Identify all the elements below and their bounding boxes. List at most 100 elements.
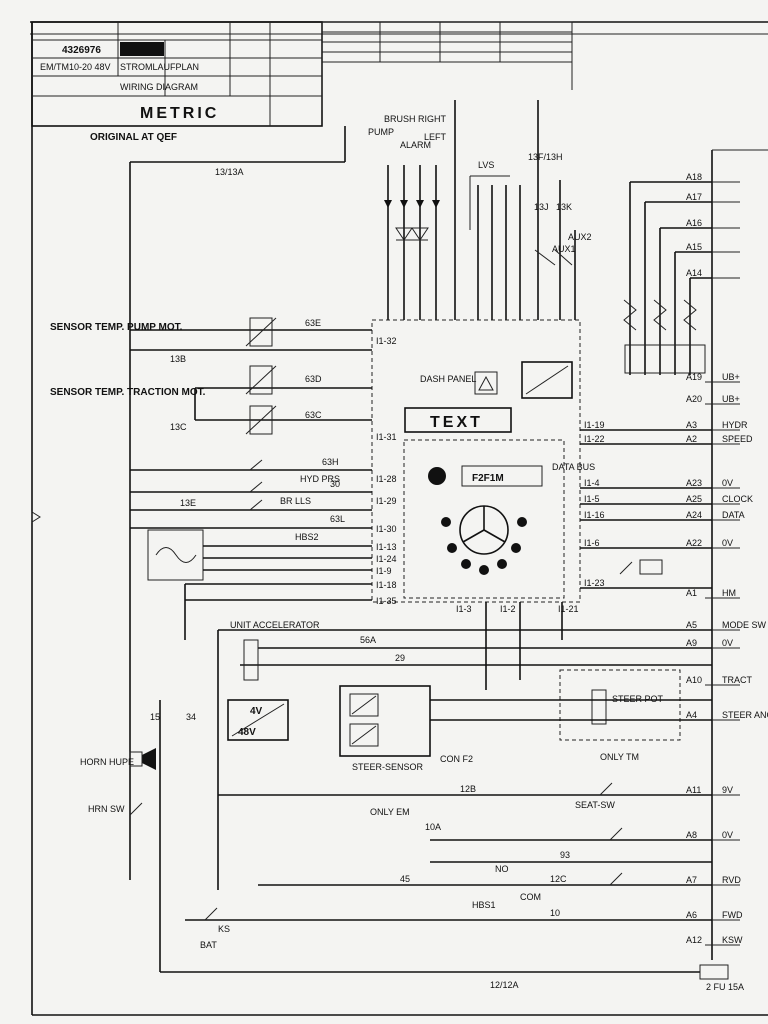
ks-label: KS bbox=[218, 924, 230, 934]
steer-sensor-block: STEER-SENSOR CON F2 bbox=[339, 685, 473, 772]
terminal-pin: A18 bbox=[686, 172, 702, 182]
hyd-prs-label: HYD PRS bbox=[300, 474, 340, 484]
text-display-box bbox=[404, 407, 512, 433]
terminal-label: DATA bbox=[722, 510, 745, 520]
lower-dash-pins: I1-3 I1-2 I1-21 bbox=[456, 602, 579, 690]
horn-circuit: HORN HUPE HRN SW 15 34 bbox=[80, 640, 196, 880]
switch-icon bbox=[619, 561, 633, 575]
sheet-marker-icon bbox=[31, 511, 41, 523]
terminal-pin: A2 bbox=[686, 434, 697, 444]
switch-icon bbox=[599, 782, 613, 796]
switch-circuits: 63H HYD PRS 30 13E BR LLS 63L HBS2 I1-28… bbox=[130, 457, 397, 542]
terminal-label: CLOCK bbox=[722, 494, 753, 504]
sensor-element bbox=[349, 723, 379, 747]
terminal-label: FWD bbox=[722, 910, 743, 920]
pin-i1-22: I1-22 bbox=[584, 434, 605, 444]
sensor-pump-label: SENSOR TEMP. PUMP MOT. bbox=[50, 322, 183, 333]
wire-12c: 10A bbox=[425, 822, 441, 832]
steer-sensor-label: STEER-SENSOR bbox=[352, 762, 424, 772]
terminal-pin: A11 bbox=[686, 785, 701, 795]
terminal-label: 0V bbox=[722, 478, 733, 488]
title-block: 4326976 STROMLAUFPLAN WIRING DIAGRAM EM/… bbox=[31, 21, 323, 143]
label-13k: 13K bbox=[556, 202, 572, 212]
accelerator-lines: 56A 29 UNIT ACCELERATOR 4V 48V bbox=[217, 620, 712, 890]
wire-63h: 63H bbox=[322, 457, 339, 467]
aux-fan-wires bbox=[623, 181, 712, 375]
terminal-pin: A8 bbox=[686, 830, 697, 840]
wire-12b: 15 bbox=[150, 712, 160, 722]
pin-i1-9: I1-9 bbox=[376, 566, 392, 576]
horn-sw-label: HRN SW bbox=[88, 804, 125, 814]
pin-i1-31: I1-31 bbox=[376, 432, 397, 442]
indicator-dot bbox=[517, 517, 527, 527]
fuse-icon bbox=[699, 964, 729, 980]
br-lls-label: BR LLS bbox=[280, 496, 311, 506]
label-13j: 13J bbox=[534, 202, 549, 212]
brush-alarm-group: PUMP BRUSH RIGHT LEFT ALARM bbox=[368, 114, 447, 320]
wire-13c: 13C bbox=[170, 422, 187, 432]
indicator-dot bbox=[461, 559, 471, 569]
pin-i1-28: I1-28 bbox=[376, 474, 397, 484]
label-aux2: AUX2 bbox=[568, 232, 592, 242]
no-label: NO bbox=[495, 864, 509, 874]
wire-29: 29 bbox=[395, 653, 405, 663]
label-aux1: AUX1 bbox=[552, 244, 576, 254]
unit-accelerator-label: UNIT ACCELERATOR bbox=[230, 620, 320, 630]
switch-icon bbox=[609, 872, 623, 886]
thermistor-icon bbox=[249, 365, 273, 395]
pin-i1-19: I1-19 bbox=[584, 420, 605, 430]
pin-i1-30: I1-30 bbox=[376, 524, 397, 534]
con-f2-label: CON F2 bbox=[440, 754, 473, 764]
terminal-label: HM bbox=[722, 588, 736, 598]
switch-icon bbox=[609, 827, 623, 841]
company-logo: METRIC bbox=[140, 105, 219, 122]
steer-pot-label: STEER POT bbox=[612, 694, 664, 704]
title-line-2: WIRING DIAGRAM bbox=[120, 82, 198, 92]
indicator-dot bbox=[479, 565, 489, 575]
capacitor-icon bbox=[639, 559, 663, 575]
feed-13-13a: 13/13A bbox=[129, 126, 346, 640]
accelerator-module bbox=[227, 699, 289, 741]
revision-grid bbox=[321, 21, 573, 110]
terminal-pin: A17 bbox=[686, 192, 702, 202]
pin-i1-4: I1-4 bbox=[584, 478, 600, 488]
wire-56a: 56A bbox=[360, 635, 376, 645]
label-alarm: ALARM bbox=[400, 140, 431, 150]
pin-i1-13: I1-13 bbox=[376, 542, 397, 552]
terminal-pin: A1 bbox=[686, 588, 697, 598]
label-left: LEFT bbox=[424, 132, 447, 142]
terminal-label: 0V bbox=[722, 830, 733, 840]
wire-10: 10 bbox=[550, 908, 560, 918]
terminal-pin: A19 bbox=[686, 372, 702, 382]
dash-panel-label: DASH PANEL bbox=[420, 374, 476, 384]
diode-box bbox=[474, 371, 498, 395]
only-tm-label: ONLY TM bbox=[600, 752, 639, 762]
display-code-box bbox=[461, 465, 543, 487]
indicator-dot bbox=[497, 559, 507, 569]
bat-label: BAT bbox=[200, 940, 217, 950]
thermistor-icon bbox=[249, 405, 273, 435]
wire-45: 93 bbox=[560, 850, 570, 860]
terminal-pin: A5 bbox=[686, 620, 697, 630]
fuse-label: 2 FU 15A bbox=[706, 982, 744, 992]
potentiometer-icon bbox=[591, 689, 607, 725]
wire-13b: 13B bbox=[170, 354, 186, 364]
terminal-pin: A9 bbox=[686, 638, 697, 648]
label-13f-13h: 13F/13H bbox=[528, 152, 563, 162]
steering-wheel-icon bbox=[459, 505, 509, 555]
terminal-pin: A4 bbox=[686, 710, 697, 720]
lvs-group: LVS bbox=[454, 100, 521, 320]
pin-i1-23: I1-23 bbox=[584, 578, 605, 588]
drawing-number: 4326976 bbox=[62, 45, 101, 56]
terminal-label: STEER ANGLE bbox=[722, 710, 768, 720]
terminal-pin: A7 bbox=[686, 875, 697, 885]
seat-switch: SEAT-SW 12B ONLY EM bbox=[218, 782, 712, 817]
pin-i1-16: I1-16 bbox=[584, 510, 605, 520]
label-brush-right: BRUSH RIGHT bbox=[384, 114, 447, 124]
terminal-pin: A3 bbox=[686, 420, 697, 430]
terminal-label: SPEED bbox=[722, 434, 753, 444]
pin-i1-35: I1-35 bbox=[376, 596, 397, 606]
potentiometer-icon bbox=[243, 639, 259, 681]
arrow-icon bbox=[432, 200, 440, 208]
